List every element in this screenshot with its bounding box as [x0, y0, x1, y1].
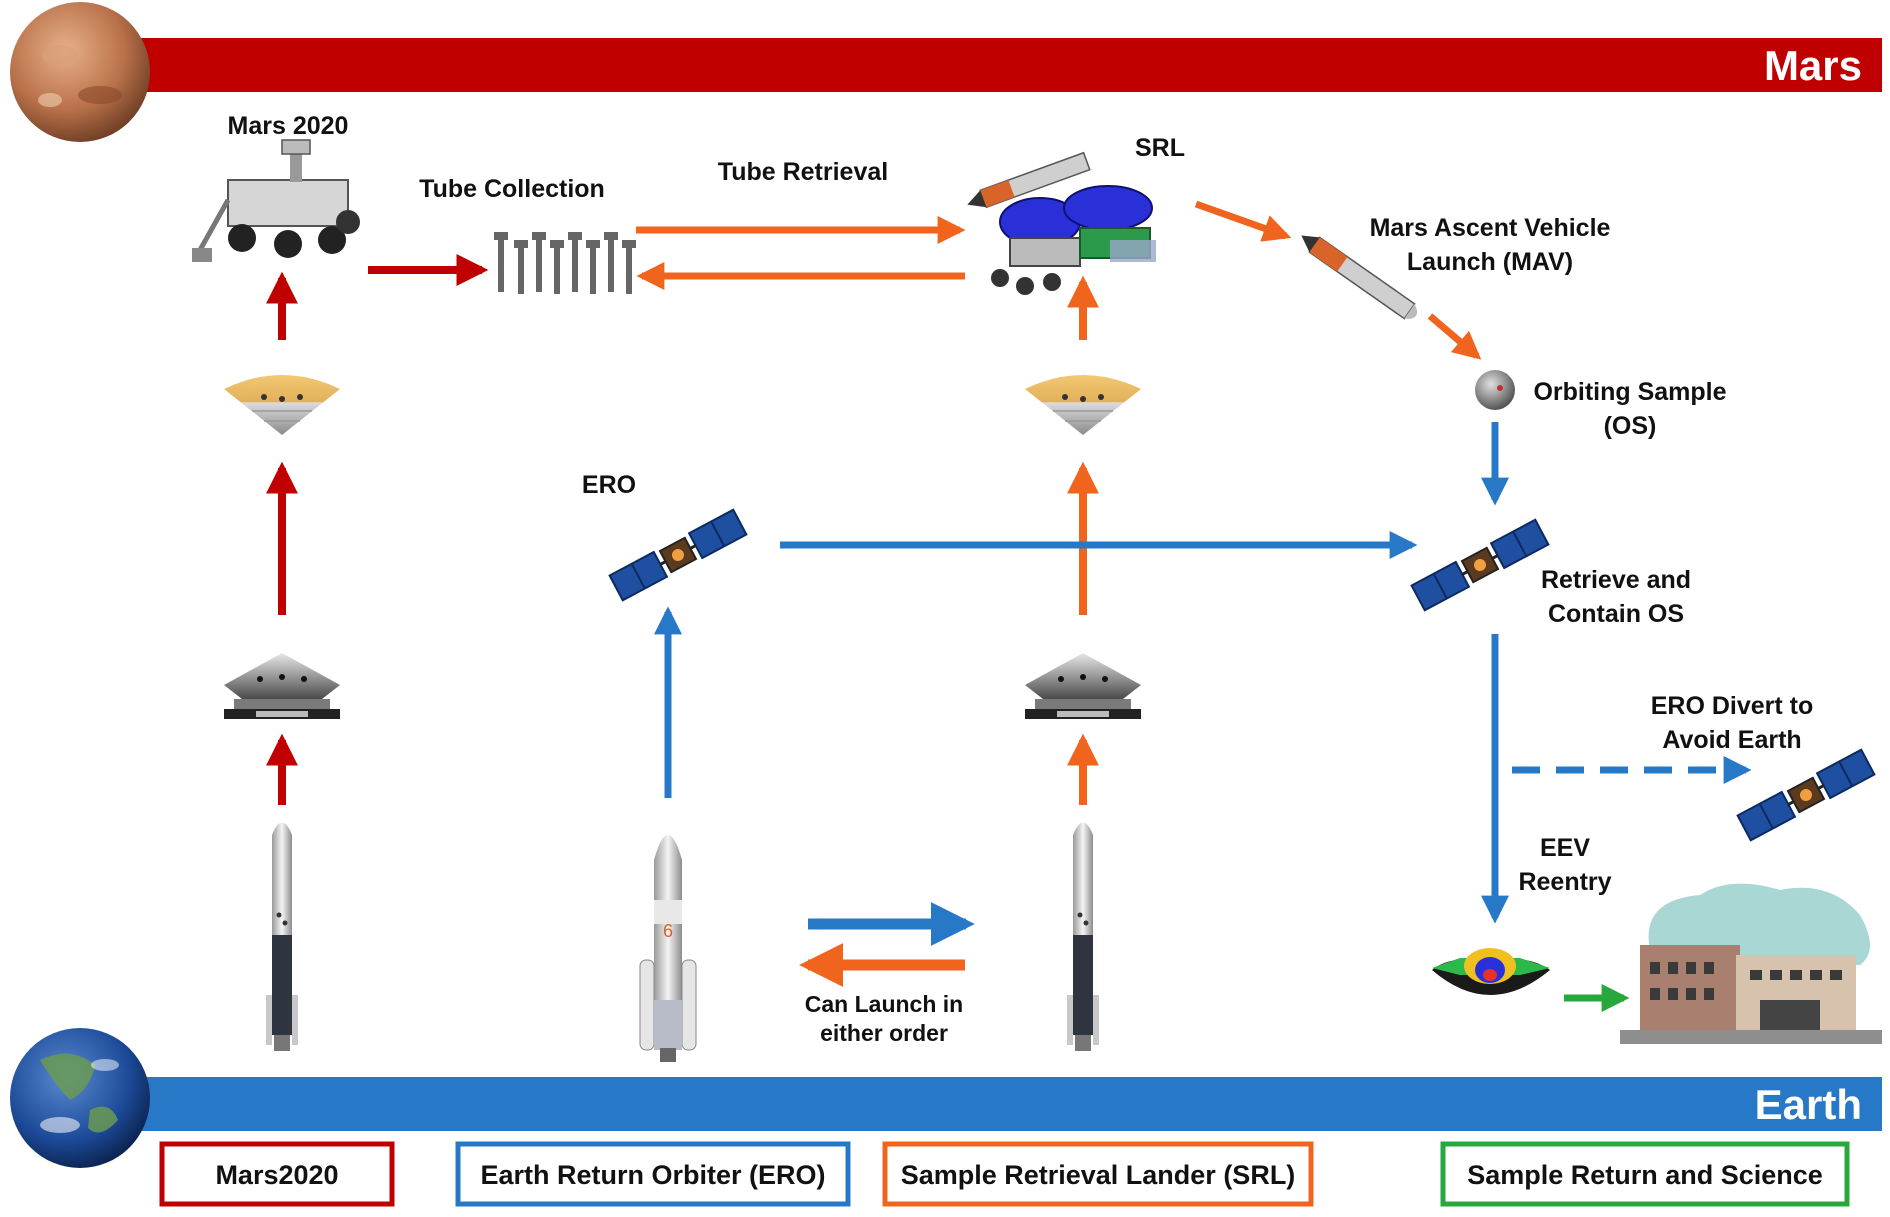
mav-label-line1: Mars Ascent Vehicle	[1370, 214, 1611, 242]
divert-label-line2: Avoid Earth	[1662, 726, 1801, 754]
earth-band-label: Earth	[1755, 1081, 1862, 1128]
srl-aeroshell-icon	[1024, 374, 1142, 436]
legend-label-science: Sample Return and Science	[1467, 1160, 1823, 1190]
mav-rocket-icon	[1301, 235, 1418, 320]
ero-capture-orbiter-icon	[1410, 518, 1550, 612]
mars2020-cruise-stage-icon	[224, 653, 340, 719]
legend-item-science: Sample Return and Science	[1440, 1141, 1850, 1207]
os-label-line1: Orbiting Sample	[1533, 378, 1726, 406]
tube-retrieval-label: Tube Retrieval	[718, 158, 888, 186]
launch-order-label-line1: Can Launch in	[805, 991, 963, 1017]
eev-capsule-icon	[1432, 948, 1550, 995]
science-facility-icon	[1620, 883, 1882, 1044]
srl-rocket-icon	[1067, 822, 1099, 1051]
legend: Mars2020 Earth Return Orbiter (ERO) Samp…	[159, 1141, 1850, 1207]
ero-divert-orbiter-icon	[1736, 748, 1876, 842]
ero-orbiter-icon	[608, 508, 748, 602]
srl-arrow-to-mav	[1194, 200, 1292, 242]
legend-item-srl: Sample Retrieval Lander (SRL)	[882, 1141, 1314, 1207]
mars2020-rover-icon	[192, 139, 360, 262]
mars-band-label: Mars	[1764, 42, 1862, 89]
ero-rocket-icon: 6	[639, 835, 697, 1062]
earth-band: Earth	[120, 1077, 1882, 1131]
legend-item-ero: Earth Return Orbiter (ERO)	[455, 1141, 851, 1207]
legend-label-mars2020: Mars2020	[215, 1160, 338, 1190]
mav-arrow-to-os	[1427, 313, 1482, 360]
retrieve-label-line1: Retrieve and	[1541, 566, 1691, 594]
srl-cruise-stage-icon	[1025, 653, 1141, 719]
legend-label-srl: Sample Retrieval Lander (SRL)	[901, 1160, 1296, 1190]
legend-item-mars2020: Mars2020	[159, 1141, 395, 1207]
earth-planet-icon	[10, 1028, 150, 1168]
svg-text:6: 6	[663, 921, 673, 941]
srl-lander-icon	[967, 151, 1156, 295]
ero-label: ERO	[582, 471, 636, 499]
launch-order-label-line2: either order	[820, 1020, 948, 1046]
divert-label-line1: ERO Divert to	[1651, 692, 1814, 720]
tube-collection-label: Tube Collection	[419, 175, 605, 203]
mars2020-aeroshell-icon	[223, 374, 341, 436]
sample-tubes-icon	[494, 232, 636, 294]
os-label-line2: (OS)	[1604, 412, 1657, 440]
mav-label-line2: Launch (MAV)	[1407, 248, 1573, 276]
eev-label-line1: EEV	[1540, 834, 1590, 862]
mars2020-rocket-icon	[266, 822, 298, 1051]
retrieve-label-line2: Contain OS	[1548, 600, 1684, 628]
srl-label: SRL	[1135, 134, 1185, 162]
mars2020-label: Mars 2020	[228, 112, 349, 140]
eev-label-line2: Reentry	[1518, 868, 1611, 896]
mars-band: Mars	[120, 38, 1882, 92]
orbiting-sample-icon	[1475, 370, 1515, 410]
mars-planet-icon	[10, 2, 150, 142]
legend-label-ero: Earth Return Orbiter (ERO)	[480, 1160, 825, 1190]
